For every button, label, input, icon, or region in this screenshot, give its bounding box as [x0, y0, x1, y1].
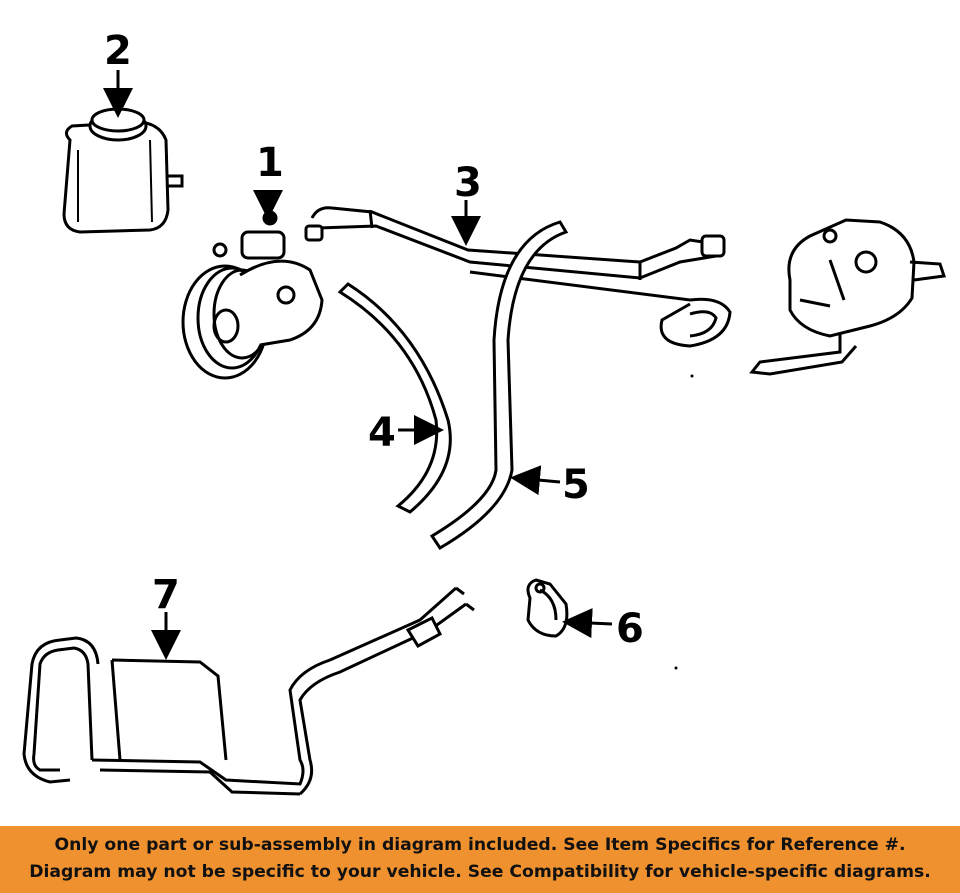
power-steering-parts-diagram: 2 1 3 4 5 6 7 [22, 28, 946, 796]
return-hose-part [337, 282, 452, 514]
leader-lines [103, 70, 613, 660]
leader-5 [510, 465, 561, 496]
disclaimer-line-2: Diagram may not be specific to your vehi… [29, 862, 931, 882]
cooler-line-part [22, 586, 475, 796]
supply-hose-part [429, 220, 569, 551]
leader-6 [562, 608, 613, 639]
callout-6: 6 [616, 606, 644, 652]
callout-1: 1 [256, 140, 284, 186]
callout-4: 4 [368, 410, 396, 456]
steering-gear-part [749, 218, 946, 376]
reservoir-part [62, 107, 184, 234]
disclaimer-line-1: Only one part or sub-assembly in diagram… [54, 835, 906, 855]
speck [674, 666, 678, 670]
pressure-hose-part [304, 206, 732, 348]
disclaimer-banner: Only one part or sub-assembly in diagram… [0, 826, 960, 893]
callout-3: 3 [454, 160, 482, 206]
pump-part [181, 210, 324, 380]
callout-2: 2 [104, 28, 132, 74]
callout-7: 7 [152, 572, 180, 618]
clamp-part [526, 578, 569, 638]
speck [690, 374, 694, 378]
callout-5: 5 [562, 462, 590, 508]
